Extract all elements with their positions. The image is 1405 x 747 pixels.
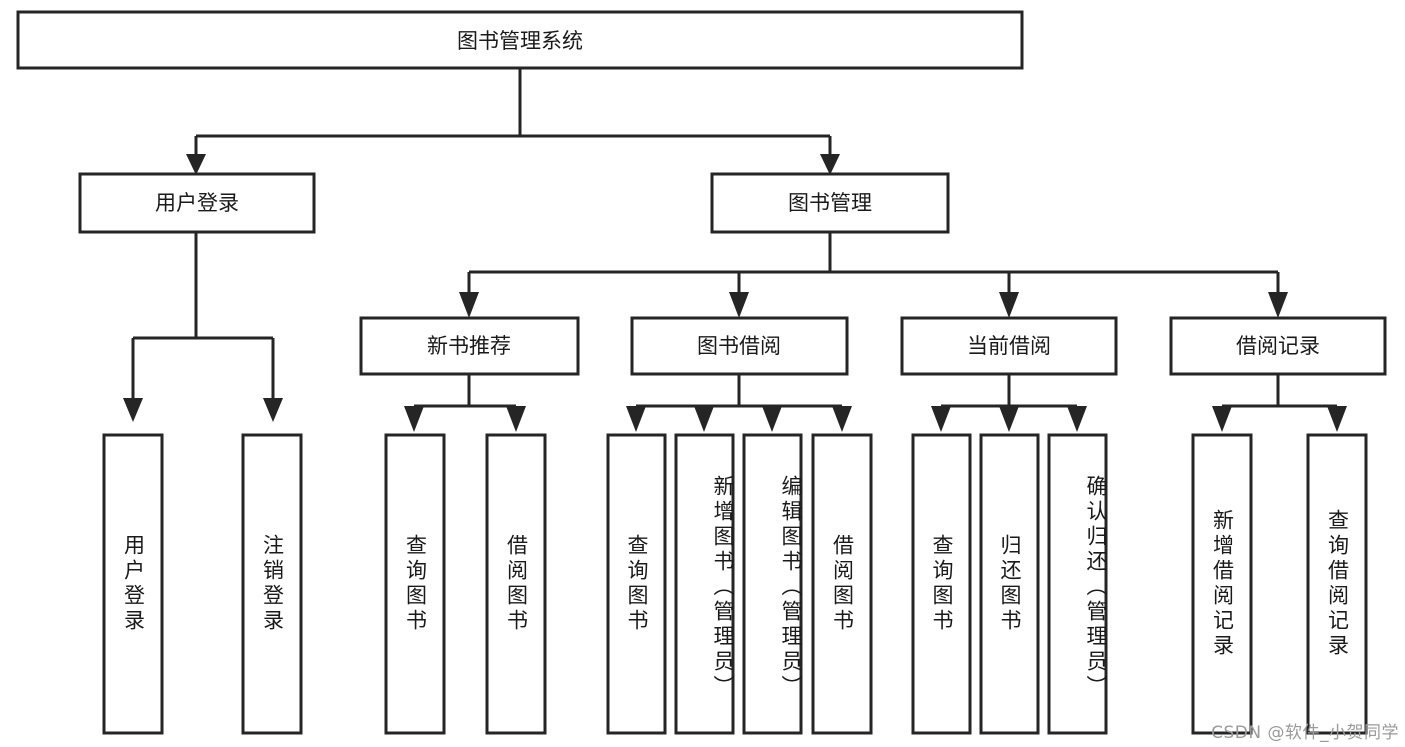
arrow-to-current-borrow [999, 292, 1019, 318]
arrow-book-borrow-leaf-2 [694, 406, 714, 432]
arrow-to-borrow-record [1268, 292, 1288, 318]
node-borrow-record-box[interactable] [1169, 316, 1387, 376]
arrow-new-book-leaf-2 [506, 406, 526, 432]
node-leaf-logout-box[interactable] [241, 433, 303, 735]
node-user-login-box[interactable] [78, 172, 316, 234]
node-new-book-recommend-label: 新书推荐 [427, 334, 511, 358]
node-new-book-recommend-box[interactable] [359, 316, 580, 376]
arrow-borrow-record-leaf-1 [1212, 406, 1232, 432]
arrow-book-borrow-leaf-4 [832, 406, 852, 432]
node-user-login-label: 用户登录 [155, 191, 239, 215]
node-root[interactable]: 图书管理系统 [16, 10, 1024, 70]
node-leaf-query-book-2-box[interactable] [606, 433, 667, 735]
arrow-book-borrow-leaf-3 [762, 406, 782, 432]
node-root-label: 图书管理系统 [457, 29, 583, 53]
node-leaf-query-record-box[interactable] [1306, 433, 1368, 735]
node-new-book-recommend[interactable]: 新书推荐 [359, 316, 580, 376]
node-user-login[interactable]: 用户登录 [78, 172, 316, 234]
node-borrow-record-label: 借阅记录 [1236, 334, 1320, 358]
node-leaf-return-book-box[interactable] [979, 433, 1040, 735]
node-current-borrow-box[interactable] [900, 316, 1118, 376]
edges-layer [123, 68, 1347, 432]
node-leaf-query-book-1-box[interactable] [384, 433, 446, 735]
node-book-management[interactable]: 图书管理 [710, 172, 950, 234]
node-current-borrow-label: 当前借阅 [967, 334, 1051, 358]
arrow-current-borrow-leaf-2 [999, 406, 1019, 432]
node-leaf-user-login-box[interactable] [102, 433, 164, 735]
node-leaf-borrow-book-1-box[interactable] [485, 433, 547, 735]
arrow-user-login-leaf-1 [123, 398, 143, 422]
node-book-borrow-label: 图书借阅 [697, 334, 781, 358]
arrow-to-book-borrow [729, 292, 749, 318]
arrow-current-borrow-leaf-1 [931, 406, 951, 432]
arrow-to-user-login [186, 154, 206, 175]
arrow-borrow-record-leaf-2 [1327, 406, 1347, 432]
node-root-box[interactable] [16, 10, 1024, 70]
arrow-current-borrow-leaf-3 [1067, 406, 1087, 432]
node-current-borrow[interactable]: 当前借阅 [900, 316, 1118, 376]
arrow-user-login-leaf-2 [263, 398, 283, 422]
node-leaf-add-record-box[interactable] [1191, 433, 1253, 735]
node-book-borrow-box[interactable] [630, 316, 849, 376]
node-leaf-confirm-return-box[interactable] [1047, 433, 1108, 735]
csdn-watermark: CSDN @软件_小贺同学 [1211, 723, 1399, 743]
node-book-management-box[interactable] [710, 172, 950, 234]
node-leaf-borrow-book-2-box[interactable] [811, 433, 873, 735]
node-leaf-edit-book-box[interactable] [742, 433, 803, 735]
node-leaf-add-book-box[interactable] [674, 433, 735, 735]
arrow-to-new-book [459, 292, 479, 318]
arrow-to-book-mgmt [820, 154, 840, 175]
node-borrow-record[interactable]: 借阅记录 [1169, 316, 1387, 376]
node-leaf-query-book-3-box[interactable] [911, 433, 972, 735]
arrow-new-book-leaf-1 [404, 406, 424, 432]
node-book-management-label: 图书管理 [788, 191, 872, 215]
nodes-layer: 图书管理系统 用户登录 图书管理 新书推荐 图书借阅 当前 [16, 10, 1387, 735]
node-book-borrow[interactable]: 图书借阅 [630, 316, 849, 376]
arrow-book-borrow-leaf-1 [626, 406, 646, 432]
